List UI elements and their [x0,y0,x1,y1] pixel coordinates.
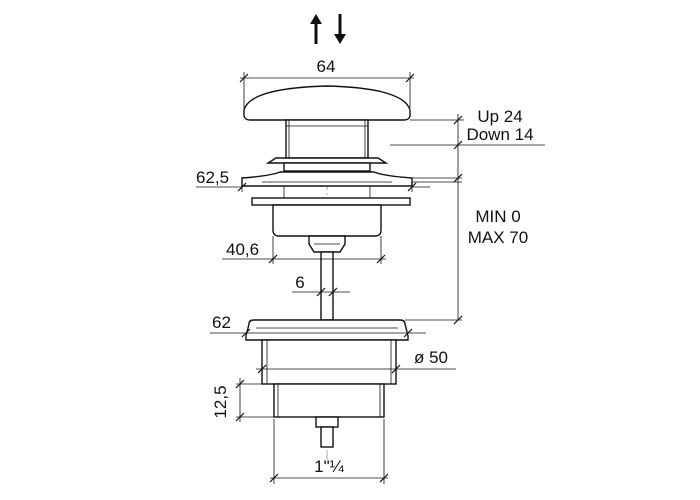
threaded-section [273,383,385,418]
base-flange-width-label: 62 [212,313,231,332]
flange-width-label: 62,5 [196,168,229,187]
plug-cap [243,85,411,121]
body-diameter-label: ø 50 [414,348,448,367]
stroke-down-label: Down 14 [466,125,533,144]
upper-body [272,204,382,237]
bottom-pin [315,416,339,428]
upper-plug-assembly [241,85,413,321]
dimension-lines [196,72,545,484]
rod-diameter-label: 6 [295,273,304,292]
stroke-up-label: Up 24 [477,107,522,126]
up-down-arrows-icon [310,14,346,44]
seal-ring [265,157,389,164]
rod [320,251,334,321]
lower-body-assembly [245,319,409,448]
range-min-label: MIN 0 [475,207,520,226]
cap-width-label: 64 [317,57,336,76]
body-cylinder [261,339,397,385]
pin-tip [320,426,334,448]
washer-plate [251,197,411,206]
body-width-label: 40,6 [226,240,259,259]
upper-flange [241,171,413,187]
range-max-label: MAX 70 [468,228,528,247]
thread-length-label: 12,5 [211,385,230,418]
thread-size-label: 1"¼ [314,457,344,476]
base-flange [245,319,409,341]
